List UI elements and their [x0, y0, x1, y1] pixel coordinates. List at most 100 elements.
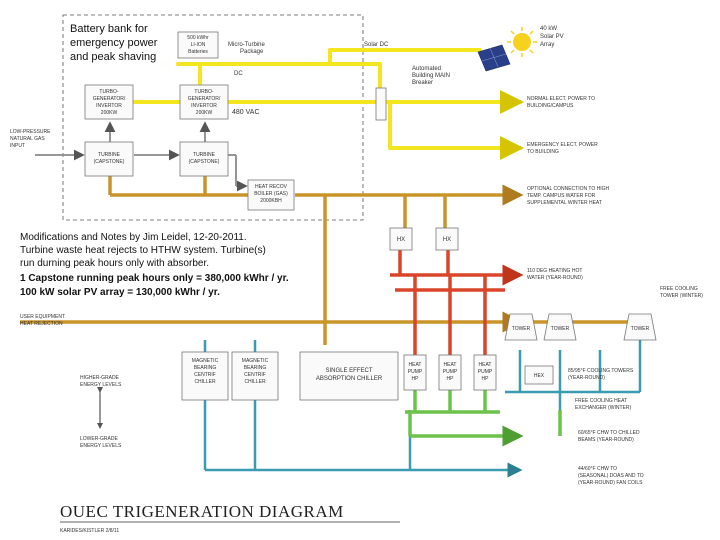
svg-text:Breaker: Breaker — [412, 80, 433, 86]
svg-text:1 Capstone running peak hours: 1 Capstone running peak hours only = 380… — [20, 273, 289, 284]
svg-text:HEAT REJECTION: HEAT REJECTION — [20, 321, 63, 327]
svg-text:GENERATOR/: GENERATOR/ — [93, 96, 126, 102]
svg-text:OPTIONAL CONNECTION TO HIGH: OPTIONAL CONNECTION TO HIGH — [527, 186, 610, 192]
svg-text:85/95°F COOLING TOWERS: 85/95°F COOLING TOWERS — [568, 368, 634, 374]
gas-lines — [35, 121, 248, 192]
svg-text:110 DEG HEATING HOT: 110 DEG HEATING HOT — [527, 268, 582, 274]
svg-text:Array: Array — [540, 42, 554, 48]
svg-text:LOWER-GRADE: LOWER-GRADE — [80, 436, 118, 442]
svg-text:EXCHANGER (WINTER): EXCHANGER (WINTER) — [575, 405, 631, 411]
svg-text:PUMP: PUMP — [408, 369, 423, 375]
svg-text:TURBINE: TURBINE — [193, 152, 216, 158]
svg-text:BEAMS (YEAR-ROUND): BEAMS (YEAR-ROUND) — [578, 437, 634, 443]
micro-turbine-enclosure — [62, 14, 364, 221]
free-cooling-hx-label: FREE COOLING HEAT EXCHANGER (WINTER) — [575, 398, 631, 411]
heat-lines — [20, 176, 640, 345]
svg-text:HEAT: HEAT — [409, 362, 422, 368]
turbo-generator-right: TURBO- GENERATOR/ INVERTOR 200KW — [179, 84, 229, 120]
svg-text:TOWER: TOWER — [551, 326, 570, 332]
svg-text:HEX: HEX — [534, 373, 545, 379]
svg-text:HEAT: HEAT — [479, 362, 492, 368]
svg-text:CHILLER: CHILLER — [244, 379, 266, 385]
svg-text:ABSORPTION CHILLER: ABSORPTION CHILLER — [316, 376, 383, 382]
svg-text:HP: HP — [482, 376, 490, 382]
higher-grade-label: HIGHER-GRADE ENERGY LEVELS — [80, 375, 122, 388]
solar-panel-icon — [477, 44, 511, 72]
solar-dc-label: Solar DC — [364, 42, 389, 48]
svg-text:500 kWhr: 500 kWhr — [187, 35, 209, 41]
turbo-generator-left: TURBO- GENERATOR/ INVERTOR 200KW — [84, 84, 134, 120]
svg-text:FREE COOLING HEAT: FREE COOLING HEAT — [575, 398, 627, 404]
svg-text:(CAPSTONE): (CAPSTONE) — [94, 159, 125, 165]
cooling-tower-3: TOWER — [623, 313, 657, 341]
chw-44-label: 44/60°F CHW TO (SEASONAL) DOAS AND TO (Y… — [578, 466, 644, 486]
svg-text:GENERATOR/: GENERATOR/ — [188, 96, 221, 102]
main-breaker: Automated Building MAIN Breaker — [375, 66, 450, 121]
heat-pump-2: HEAT PUMP HP — [438, 354, 462, 391]
svg-text:HIGHER-GRADE: HIGHER-GRADE — [80, 375, 120, 381]
svg-text:run durning peak hours only wi: run durning peak hours only with absorbe… — [20, 258, 209, 269]
absorption-chiller: SINGLE EFFECT ABSORPTION CHILLER — [299, 351, 399, 401]
svg-text:Battery bank for: Battery bank for — [70, 23, 148, 35]
svg-text:40 kW: 40 kW — [540, 26, 557, 32]
svg-text:emergency power: emergency power — [70, 37, 158, 49]
dc-label: DC — [234, 71, 243, 77]
svg-text:TOWER: TOWER — [512, 326, 531, 332]
svg-text:HX: HX — [443, 237, 451, 243]
svg-text:HEAT RECOV: HEAT RECOV — [255, 184, 288, 190]
svg-text:TEMP. CAMPUS WATER FOR: TEMP. CAMPUS WATER FOR — [527, 193, 596, 199]
centrifugal-chiller-2: MAGNETIC BEARING CENTRIF CHILLER — [231, 351, 279, 401]
svg-text:ENERGY LEVELS: ENERGY LEVELS — [80, 443, 122, 449]
lower-grade-label: LOWER-GRADE ENERGY LEVELS — [80, 436, 122, 449]
svg-text:LOW-PRESSURE: LOW-PRESSURE — [10, 129, 51, 135]
svg-text:MAGNETIC: MAGNETIC — [192, 358, 219, 364]
svg-text:2000KBH: 2000KBH — [260, 198, 282, 204]
svg-text:PUMP: PUMP — [443, 369, 458, 375]
free-cooling-hex: HEX — [524, 365, 554, 385]
svg-text:LI-ION: LI-ION — [191, 42, 206, 48]
svg-text:HEAT: HEAT — [444, 362, 457, 368]
svg-text:INPUT: INPUT — [10, 143, 25, 149]
svg-text:BEARING: BEARING — [244, 365, 267, 371]
centrifugal-chiller-1: MAGNETIC BEARING CENTRIF CHILLER — [181, 351, 229, 401]
emergency-power-label: EMERGENCY ELECT. POWER TO BUILDING — [527, 142, 598, 155]
svg-text:BOILER (GAS): BOILER (GAS) — [254, 191, 288, 197]
svg-text:TURBO-: TURBO- — [194, 89, 214, 95]
svg-text:NATURAL GAS: NATURAL GAS — [10, 136, 45, 142]
battery-box: 500 kWhr LI-ION Batteries — [177, 31, 219, 59]
cooling-tower-1: TOWER — [504, 313, 538, 341]
svg-text:INVERTOR: INVERTOR — [96, 103, 122, 109]
svg-text:TURBINE: TURBINE — [98, 152, 121, 158]
svg-text:CENTRIF: CENTRIF — [194, 372, 216, 378]
heat-recovery-boiler: HEAT RECOV BOILER (GAS) 2000KBH — [247, 179, 295, 211]
hx-right: HX — [435, 227, 459, 251]
chw-60-label: 60/65°F CHW TO CHILLED BEAMS (YEAR-ROUND… — [578, 430, 640, 443]
solar-pv-label: 40 kW Solar PV Array — [540, 26, 564, 48]
svg-text:MAGNETIC: MAGNETIC — [242, 358, 269, 364]
optional-connection-label: OPTIONAL CONNECTION TO HIGH TEMP. CAMPUS… — [527, 186, 610, 206]
svg-text:HX: HX — [397, 237, 405, 243]
svg-text:CENTRIF: CENTRIF — [244, 372, 266, 378]
turbine-right: TURBINE (CAPSTONE) — [179, 141, 229, 177]
battery-note: Battery bank for emergency power and pea… — [70, 23, 158, 63]
svg-text:200KW: 200KW — [101, 110, 118, 116]
svg-text:BUILDING/CAMPUS: BUILDING/CAMPUS — [527, 103, 574, 109]
svg-text:FREE COOLING: FREE COOLING — [660, 286, 698, 292]
svg-text:and peak shaving: and peak shaving — [70, 51, 156, 63]
diagram-title: OUEC TRIGENERATION DIAGRAM — [60, 502, 344, 521]
svg-text:INVERTOR: INVERTOR — [191, 103, 217, 109]
gas-input-label: LOW-PRESSURE NATURAL GAS INPUT — [10, 129, 51, 149]
svg-text:Batteries: Batteries — [188, 49, 208, 55]
svg-text:TOWER: TOWER — [631, 326, 650, 332]
chilled-water-lines — [405, 390, 562, 447]
svg-text:NORMAL ELECT. POWER TO: NORMAL ELECT. POWER TO — [527, 96, 595, 102]
svg-text:Modifications and Notes by Jim: Modifications and Notes by Jim Leidel, 1… — [20, 232, 247, 243]
svg-text:60/65°F CHW TO CHILLED: 60/65°F CHW TO CHILLED — [578, 430, 640, 436]
svg-text:SINGLE EFFECT: SINGLE EFFECT — [325, 368, 372, 374]
svg-text:TO BUILDING: TO BUILDING — [527, 149, 559, 155]
micro-turbine-package-label: Micro-Turbine — [228, 42, 265, 48]
svg-text:44/60°F CHW TO: 44/60°F CHW TO — [578, 466, 617, 472]
notes-block: Modifications and Notes by Jim Leidel, 1… — [20, 232, 289, 298]
electric-lines — [103, 48, 524, 160]
